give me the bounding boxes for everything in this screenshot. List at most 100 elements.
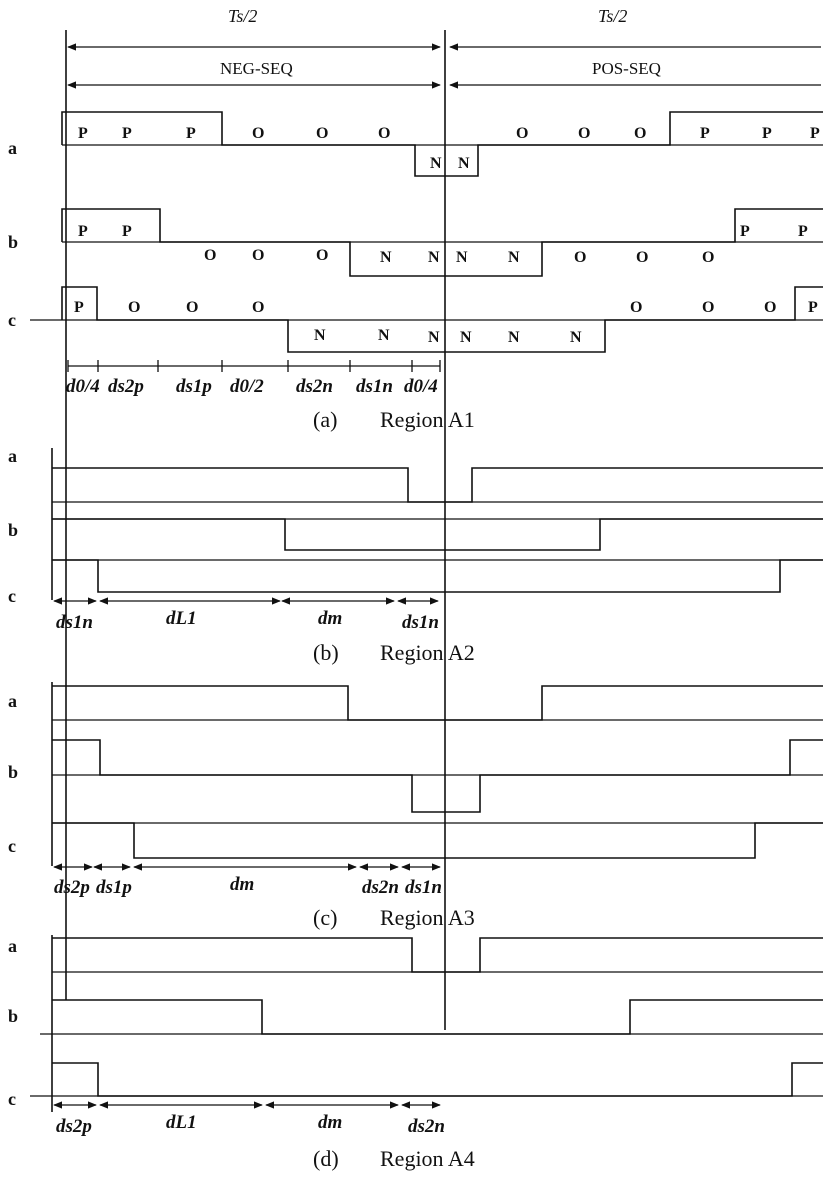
caption-tag: (a) xyxy=(313,407,337,432)
phase-a-waveform xyxy=(61,111,823,177)
duration-d0-quarter-end: d0/4 xyxy=(404,376,438,397)
phase-c-state-6: N xyxy=(428,329,440,346)
phase-b-waveform xyxy=(52,999,823,1035)
phase-b-state-2: O xyxy=(204,247,216,264)
phase-b-waveform xyxy=(61,208,823,277)
header: Ts/2 Ts/2 NEG-SEQ POS-SEQ xyxy=(65,6,821,1030)
phase-b-label: b xyxy=(8,232,18,252)
phase-c-waveform xyxy=(61,286,823,353)
phase-a-label: a xyxy=(8,691,17,711)
duration-ds1n-end: ds1n xyxy=(402,612,439,633)
duration-ds1n: ds1n xyxy=(405,877,442,898)
ts-right-label: Ts/2 xyxy=(598,6,627,26)
phase-a-state-3: O xyxy=(252,125,264,142)
phase-b-state-10: O xyxy=(636,249,648,266)
phase-a-state-13: P xyxy=(810,125,820,142)
duration-dm: dm xyxy=(318,608,342,629)
phase-a-waveform xyxy=(52,467,823,503)
phase-b-state-12: P xyxy=(740,223,750,240)
caption-text: Region A3 xyxy=(380,905,475,930)
phase-c-state-8: N xyxy=(508,329,520,346)
phase-b-state-6: N xyxy=(428,249,440,266)
phase-a-label: a xyxy=(8,446,17,466)
caption-tag: (c) xyxy=(313,905,337,930)
phase-c-state-4: N xyxy=(314,327,326,344)
phase-b-waveform xyxy=(52,518,823,551)
duration-d0-quarter: d0/4 xyxy=(66,376,100,397)
phase-a-state-6: N xyxy=(430,155,442,172)
phase-b-label: b xyxy=(8,520,18,540)
phase-c-waveform xyxy=(52,822,823,859)
phase-c-label: c xyxy=(8,586,16,606)
phase-a-state-9: O xyxy=(578,125,590,142)
phase-c-label: c xyxy=(8,310,16,330)
phase-c-state-9: N xyxy=(570,329,582,346)
phase-a-label: a xyxy=(8,138,17,158)
phase-b-state-8: N xyxy=(508,249,520,266)
panel-region-a3: a b c ds2p ds1p dm ds2n ds1n (c) Region … xyxy=(8,682,823,930)
phase-a-state-0: P xyxy=(78,125,88,142)
phase-b-state-0: P xyxy=(78,223,88,240)
duration-ds1n: ds1n xyxy=(56,612,93,633)
phase-b-state-5: N xyxy=(380,249,392,266)
duration-dm: dm xyxy=(230,874,254,895)
duration-ds2p: ds2p xyxy=(56,1116,92,1137)
duration-ds1p: ds1p xyxy=(176,376,212,397)
phase-b-state-9: O xyxy=(574,249,586,266)
duration-ticks xyxy=(67,360,441,372)
phase-c-waveform xyxy=(52,559,823,593)
phase-b-label: b xyxy=(8,1006,18,1026)
phase-c-state-3: O xyxy=(252,299,264,316)
phase-c-waveform xyxy=(52,1062,823,1097)
phase-c-label: c xyxy=(8,1089,16,1109)
phase-c-state-10: O xyxy=(630,299,642,316)
phase-c-state-2: O xyxy=(186,299,198,316)
phase-b-state-13: P xyxy=(798,223,808,240)
caption-tag: (d) xyxy=(313,1146,339,1171)
duration-ds1p: ds1p xyxy=(96,877,132,898)
phase-b-state-4: O xyxy=(316,247,328,264)
phase-c-state-13: P xyxy=(808,299,818,316)
caption-text: Region A4 xyxy=(380,1146,475,1171)
panel-region-a4: a b c ds2p dL1 dm ds2n (d) Region A4 xyxy=(8,935,823,1171)
phase-a-state-8: O xyxy=(516,125,528,142)
phase-b-state-3: O xyxy=(252,247,264,264)
phase-a-waveform xyxy=(52,685,823,721)
caption-tag: (b) xyxy=(313,640,339,665)
phase-b-state-11: O xyxy=(702,249,714,266)
phase-a-state-4: O xyxy=(316,125,328,142)
phase-c-label: c xyxy=(8,836,16,856)
phase-a-state-12: P xyxy=(762,125,772,142)
phase-c-state-12: O xyxy=(764,299,776,316)
phase-c-state-1: O xyxy=(128,299,140,316)
phase-a-state-1: P xyxy=(122,125,132,142)
phase-a-state-10: O xyxy=(634,125,646,142)
duration-dm: dm xyxy=(318,1112,342,1133)
duration-dL1: dL1 xyxy=(166,1112,197,1133)
ts-left-label: Ts/2 xyxy=(228,6,257,26)
duration-ds1n: ds1n xyxy=(356,376,393,397)
duration-d0-half: d0/2 xyxy=(230,376,264,397)
duration-ds2p: ds2p xyxy=(108,376,144,397)
phase-a-label: a xyxy=(8,936,17,956)
phase-b-state-1: P xyxy=(122,223,132,240)
caption-text: Region A2 xyxy=(380,640,475,665)
duration-ds2n: ds2n xyxy=(296,376,333,397)
duration-dL1: dL1 xyxy=(166,608,197,629)
phase-c-state-7: N xyxy=(460,329,472,346)
phase-c-state-11: O xyxy=(702,299,714,316)
phase-c-state-0: P xyxy=(74,299,84,316)
pos-seq-label: POS-SEQ xyxy=(592,59,661,78)
neg-seq-label: NEG-SEQ xyxy=(220,59,293,78)
phase-a-state-2: P xyxy=(186,125,196,142)
panel-region-a2: a b c ds1n dL1 dm ds1n (b) Region A2 xyxy=(8,446,823,665)
caption-text: Region A1 xyxy=(380,407,475,432)
phase-a-waveform xyxy=(52,937,823,973)
phase-b-label: b xyxy=(8,762,18,782)
duration-ds2p: ds2p xyxy=(54,877,90,898)
phase-a-state-5: O xyxy=(378,125,390,142)
phase-b-state-7: N xyxy=(456,249,468,266)
